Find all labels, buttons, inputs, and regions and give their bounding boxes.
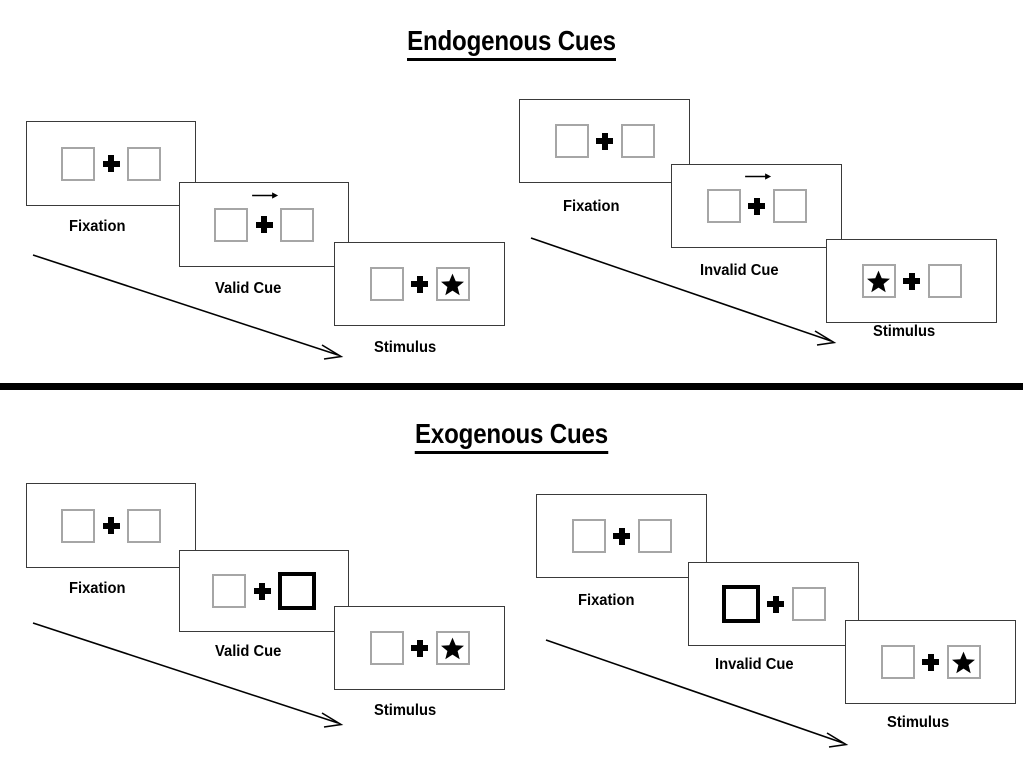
panel-endo-valid-stimulus xyxy=(334,242,505,326)
fixation-cross-wrap xyxy=(589,121,621,161)
star-icon xyxy=(441,273,464,295)
label-endo-invalid-fixation: Fixation xyxy=(563,198,620,215)
panel-endo-valid-cue xyxy=(179,182,349,267)
panel-exo-invalid-stimulus xyxy=(845,620,1016,704)
label-exo-invalid-cue: Invalid Cue xyxy=(715,656,794,673)
star-icon xyxy=(441,637,464,659)
panel-exo-invalid-cue xyxy=(688,562,859,646)
endogenous-section-title: Endogenous Cues xyxy=(72,25,952,61)
exogenous-section-title: Exogenous Cues xyxy=(72,418,952,454)
left-placeholder-box xyxy=(214,207,248,242)
left-placeholder-box xyxy=(706,189,741,223)
fixation-cross-wrap xyxy=(248,191,280,245)
left-target-box xyxy=(861,264,896,298)
left-placeholder-box xyxy=(880,645,915,679)
plus-icon xyxy=(255,216,273,233)
right-placeholder-box xyxy=(637,519,672,553)
label-exo-valid-cue: Valid Cue xyxy=(215,643,282,660)
left-placeholder-box xyxy=(369,631,404,665)
display-row xyxy=(61,144,161,184)
right-placeholder-box xyxy=(127,508,161,543)
left-placeholder-box xyxy=(61,146,95,181)
label-endo-valid-stimulus: Stimulus xyxy=(374,339,437,356)
fixation-cross-wrap xyxy=(915,642,947,682)
right-target-box xyxy=(435,267,470,301)
plus-icon xyxy=(767,595,784,613)
right-target-box xyxy=(435,631,470,665)
fixation-cross-wrap xyxy=(95,506,127,546)
label-exo-valid-fixation: Fixation xyxy=(69,580,126,597)
right-placeholder-box xyxy=(791,587,826,621)
fixation-cross-wrap xyxy=(741,173,773,226)
panel-endo-invalid-stimulus xyxy=(826,239,997,323)
left-placeholder-box xyxy=(571,519,606,553)
plus-icon xyxy=(253,582,271,600)
endogenous-title-text: Endogenous Cues xyxy=(407,25,616,61)
arrow-right-icon xyxy=(744,173,771,180)
left-placeholder-box xyxy=(212,574,246,608)
label-exo-invalid-stimulus: Stimulus xyxy=(887,714,950,731)
fixation-cross-wrap xyxy=(404,264,436,304)
panel-endo-invalid-fixation xyxy=(519,99,690,183)
star-icon xyxy=(867,270,890,292)
panel-exo-invalid-fixation xyxy=(536,494,707,578)
plus-icon xyxy=(748,197,765,215)
display-row xyxy=(571,516,672,556)
display-row xyxy=(721,584,826,624)
label-endo-valid-fixation: Fixation xyxy=(69,218,126,235)
display-row xyxy=(706,173,807,226)
display-row xyxy=(212,571,316,611)
fixation-cross-wrap xyxy=(606,516,638,556)
right-placeholder-box xyxy=(127,146,161,181)
arrow-right-icon xyxy=(252,191,279,199)
panel-exo-valid-cue xyxy=(179,550,349,632)
panel-exo-valid-stimulus xyxy=(334,606,505,690)
left-placeholder-box xyxy=(554,124,589,158)
left-cued-box xyxy=(721,585,760,623)
left-placeholder-box xyxy=(61,508,95,543)
plus-icon xyxy=(596,132,613,150)
right-cued-box xyxy=(278,572,316,610)
fixation-cross-wrap xyxy=(246,571,278,611)
exogenous-title-text: Exogenous Cues xyxy=(415,418,608,454)
label-endo-valid-cue: Valid Cue xyxy=(215,280,282,297)
fixation-cross-wrap xyxy=(760,584,792,624)
panel-exo-valid-fixation xyxy=(26,483,196,568)
fixation-cross-wrap xyxy=(896,261,928,301)
label-exo-valid-stimulus: Stimulus xyxy=(374,702,437,719)
right-placeholder-box xyxy=(280,207,314,242)
section-divider xyxy=(0,383,1023,390)
label-endo-invalid-stimulus: Stimulus xyxy=(873,323,936,340)
right-placeholder-box xyxy=(927,264,962,298)
right-target-box xyxy=(946,645,981,679)
plus-icon xyxy=(102,517,120,534)
display-row xyxy=(214,191,314,245)
plus-icon xyxy=(922,653,939,671)
plus-icon xyxy=(903,272,920,290)
label-exo-invalid-fixation: Fixation xyxy=(578,592,635,609)
label-endo-invalid-cue: Invalid Cue xyxy=(700,262,779,279)
display-row xyxy=(61,506,161,546)
right-placeholder-box xyxy=(772,189,807,223)
star-icon xyxy=(952,651,975,673)
display-row xyxy=(369,264,470,304)
plus-icon xyxy=(102,155,120,172)
panel-endo-invalid-cue xyxy=(671,164,842,248)
plus-icon xyxy=(613,527,630,545)
display-row xyxy=(554,121,655,161)
fixation-cross-wrap xyxy=(95,144,127,184)
display-row xyxy=(369,628,470,668)
display-row xyxy=(861,261,962,301)
plus-icon xyxy=(411,275,428,293)
fixation-cross-wrap xyxy=(404,628,436,668)
left-placeholder-box xyxy=(369,267,404,301)
display-row xyxy=(880,642,981,682)
plus-icon xyxy=(411,639,428,657)
right-placeholder-box xyxy=(620,124,655,158)
panel-endo-valid-fixation xyxy=(26,121,196,206)
